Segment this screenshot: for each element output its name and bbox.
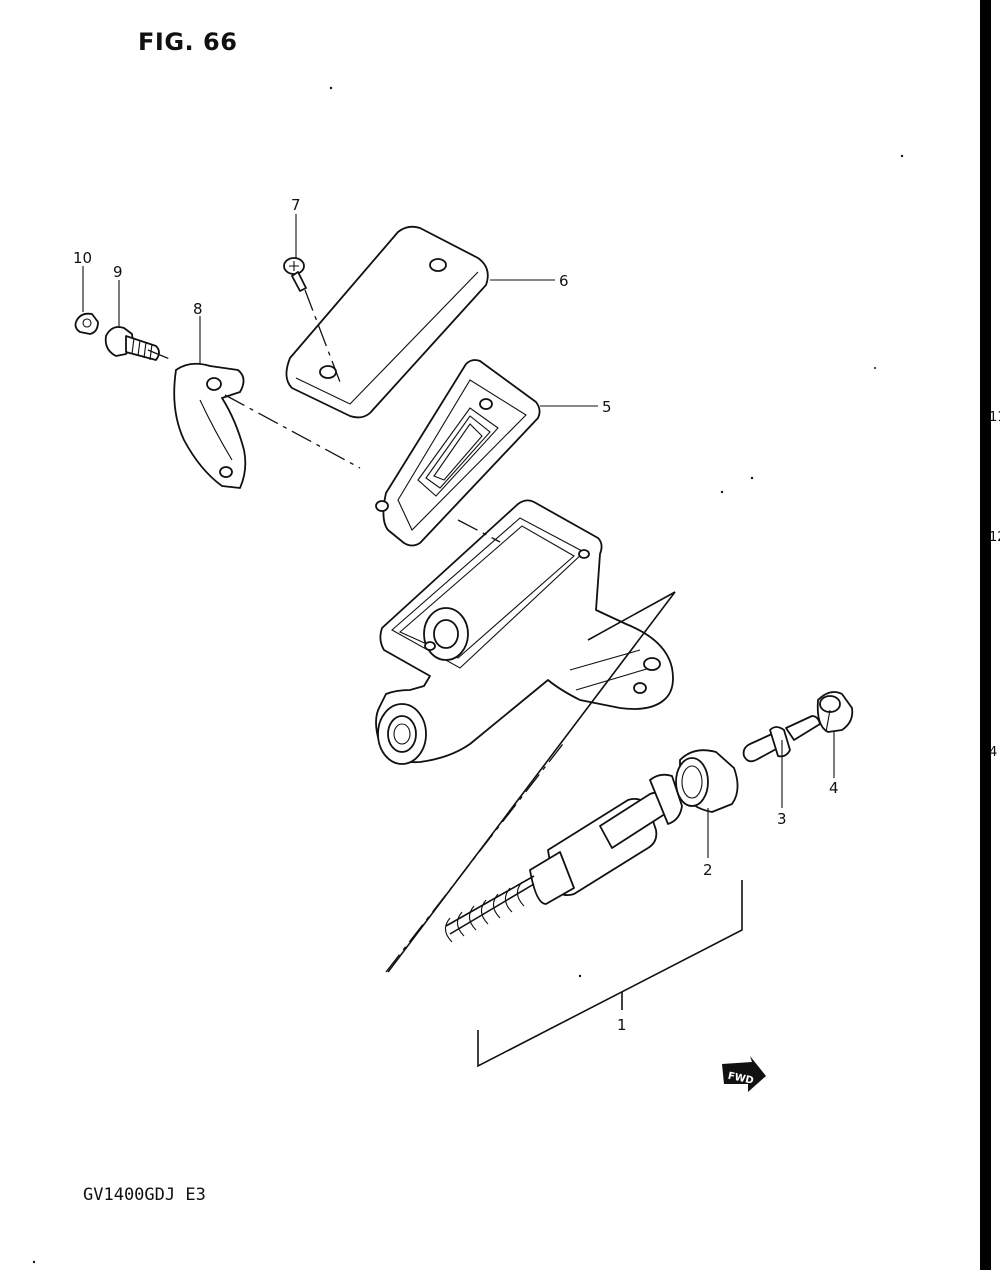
- fwd-label: FWD: [727, 1071, 755, 1087]
- master-cylinder-body: [375, 499, 674, 765]
- diaphragm-part-5: [375, 359, 541, 547]
- scan-specks: [32, 86, 904, 1264]
- callout-leader-lines: [82, 214, 835, 858]
- nut-part-10: [74, 312, 99, 335]
- piston-kit-part-1: [444, 773, 683, 943]
- edge-fragment-4: 4: [989, 745, 998, 760]
- screw-part-7: [283, 257, 307, 292]
- callout-6: 6: [559, 272, 569, 290]
- callout-1: 1: [617, 1016, 627, 1034]
- callout-2: 2: [703, 861, 713, 879]
- joint-part-4: [816, 691, 854, 733]
- push-rod-part-3: [742, 715, 821, 763]
- page-border-bar: [980, 0, 991, 1270]
- callout-10: 10: [73, 249, 93, 267]
- edge-fragment-11: 11: [989, 410, 1000, 425]
- callout-7: 7: [291, 196, 301, 214]
- model-code: GV1400GDJ E3: [83, 1185, 206, 1205]
- adjacent-page-edge: [980, 0, 1000, 1270]
- assembly-center-lines: [147, 289, 567, 973]
- callout-3: 3: [777, 810, 787, 828]
- callout-4: 4: [829, 779, 839, 797]
- callout-9: 9: [113, 263, 123, 281]
- edge-fragment-12: 12: [989, 530, 1000, 545]
- boot-part-2: [675, 749, 739, 813]
- callout-5: 5: [602, 398, 612, 416]
- bolt-part-9: [104, 326, 160, 361]
- kit-bracket-lines: [387, 591, 743, 1068]
- fwd-arrow-icon: FWD: [722, 1056, 766, 1092]
- clamp-part-8: [173, 362, 247, 489]
- callout-8: 8: [193, 300, 203, 318]
- figure-title: FIG. 66: [138, 28, 238, 56]
